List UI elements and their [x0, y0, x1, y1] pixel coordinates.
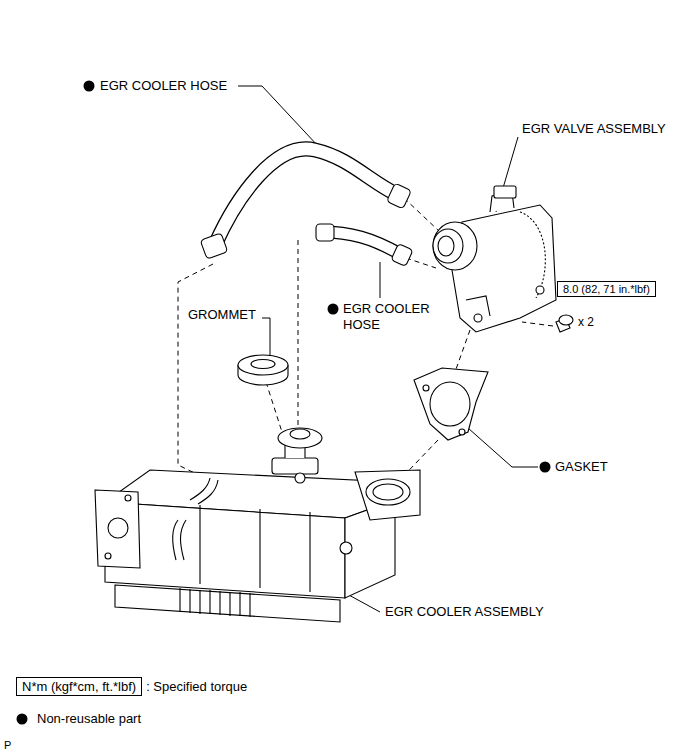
part-label: EGR VALVE ASSEMBLY	[522, 121, 666, 137]
part-label: EGR COOLER HOSE	[100, 78, 227, 94]
part-label: EGR COOLER HOSE	[343, 301, 447, 334]
part-label: EGR COOLER ASSEMBLY	[385, 604, 544, 620]
quantity-label: x 2	[578, 315, 594, 330]
figure-code: P	[4, 739, 11, 753]
legend-text: : Specified torque	[146, 679, 247, 695]
legend-torque-box: N*m (kgf*cm, ft.*lbf)	[16, 677, 142, 696]
part-label: GROMMET	[188, 307, 256, 323]
node-text: N*m (kgf*cm, ft.*lbf)	[22, 679, 136, 694]
part-label: GASKET	[555, 459, 608, 475]
node-text: 8.0 (82, 71 in.*lbf)	[563, 283, 650, 295]
torque-box: 8.0 (82, 71 in.*lbf)	[557, 281, 656, 297]
legend-text: Non-reusable part	[37, 711, 141, 727]
